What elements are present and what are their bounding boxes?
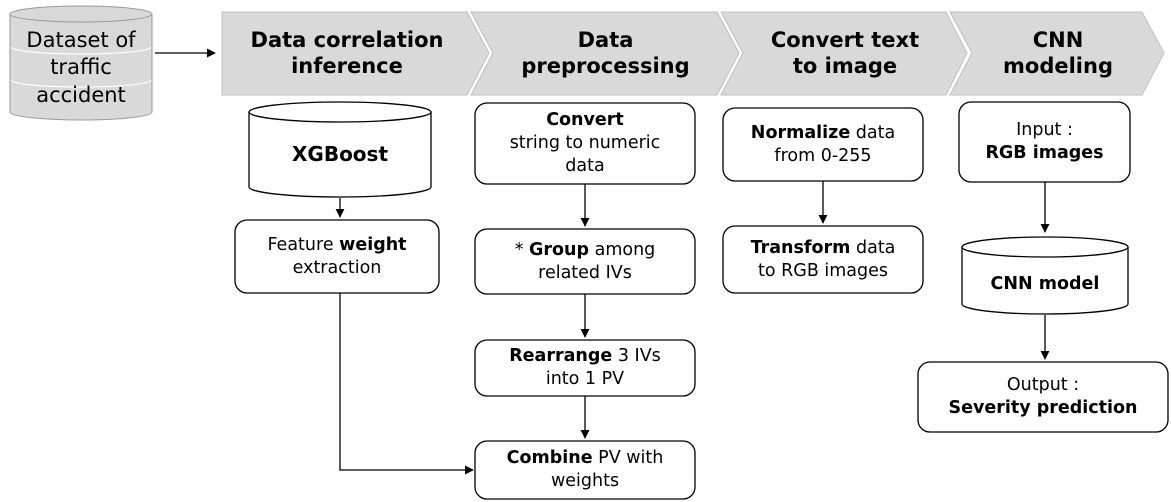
normalize-box bbox=[722, 107, 924, 182]
dataset-cylinder bbox=[9, 5, 153, 121]
input-box bbox=[958, 101, 1131, 183]
convert-box bbox=[474, 102, 696, 185]
feature-weight-box bbox=[234, 219, 440, 294]
stage-chevron-correlation bbox=[221, 11, 490, 96]
group-box bbox=[474, 228, 696, 295]
rearrange-box bbox=[474, 339, 696, 397]
stage-chevron-preprocessing bbox=[470, 11, 740, 96]
combine-box bbox=[474, 440, 696, 500]
output-box bbox=[917, 361, 1169, 433]
cnn-model-cylinder bbox=[961, 236, 1129, 315]
xgboost-cylinder bbox=[248, 101, 432, 198]
stage-chevron-cnn bbox=[949, 11, 1165, 96]
stage-chevron-convert bbox=[720, 11, 968, 96]
transform-box bbox=[722, 225, 924, 294]
weights-connector bbox=[339, 293, 474, 475]
